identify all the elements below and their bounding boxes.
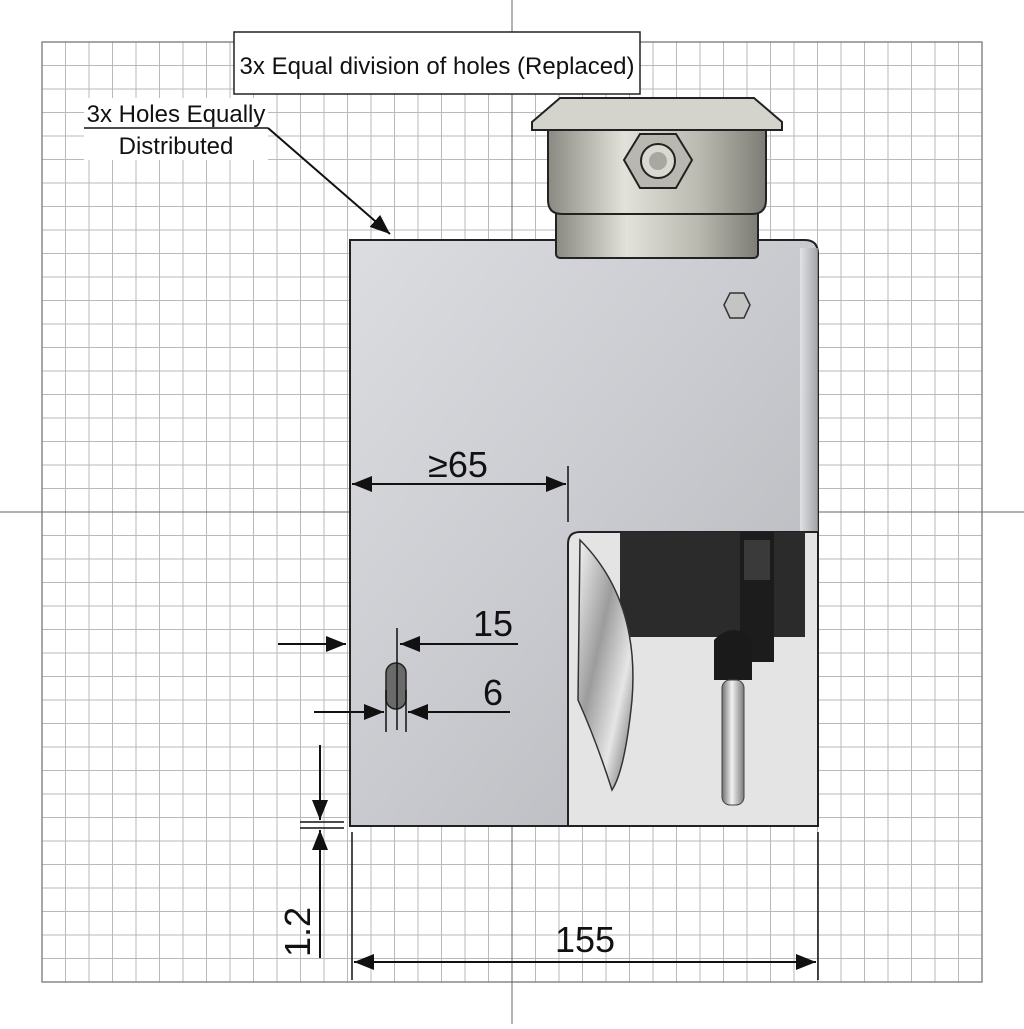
cutout-window (567, 531, 819, 827)
hole-width-label: 6 (483, 672, 503, 713)
top-note-text: 3x Equal division of holes (Replaced) (240, 53, 635, 80)
side-note-line2: Distributed (119, 133, 234, 160)
small-hex-icon (723, 292, 751, 319)
top-note: 3x Equal division of holes (Replaced) (233, 31, 641, 95)
min-width-label: ≥65 (428, 444, 488, 485)
dimension-hole-width: 6 (314, 672, 510, 732)
hole-offset-label: 15 (473, 603, 513, 644)
dimension-thickness: 1.2 (277, 745, 344, 958)
cap-housing (531, 97, 783, 259)
thickness-label: 1.2 (277, 907, 318, 957)
pin-holder-icon (714, 630, 752, 680)
dimension-hole-offset: 15 (278, 603, 518, 730)
side-note-line1: 3x Holes Equally (87, 101, 266, 128)
slot-hole (385, 662, 407, 710)
dimension-min-width: ≥65 (352, 444, 569, 522)
pin-icon (721, 679, 745, 806)
overall-width-label: 155 (555, 919, 615, 960)
side-note: 3x Holes Equally Distributed (84, 98, 391, 235)
blade-icon (577, 538, 634, 792)
dimension-overall-width: 155 (351, 832, 819, 980)
